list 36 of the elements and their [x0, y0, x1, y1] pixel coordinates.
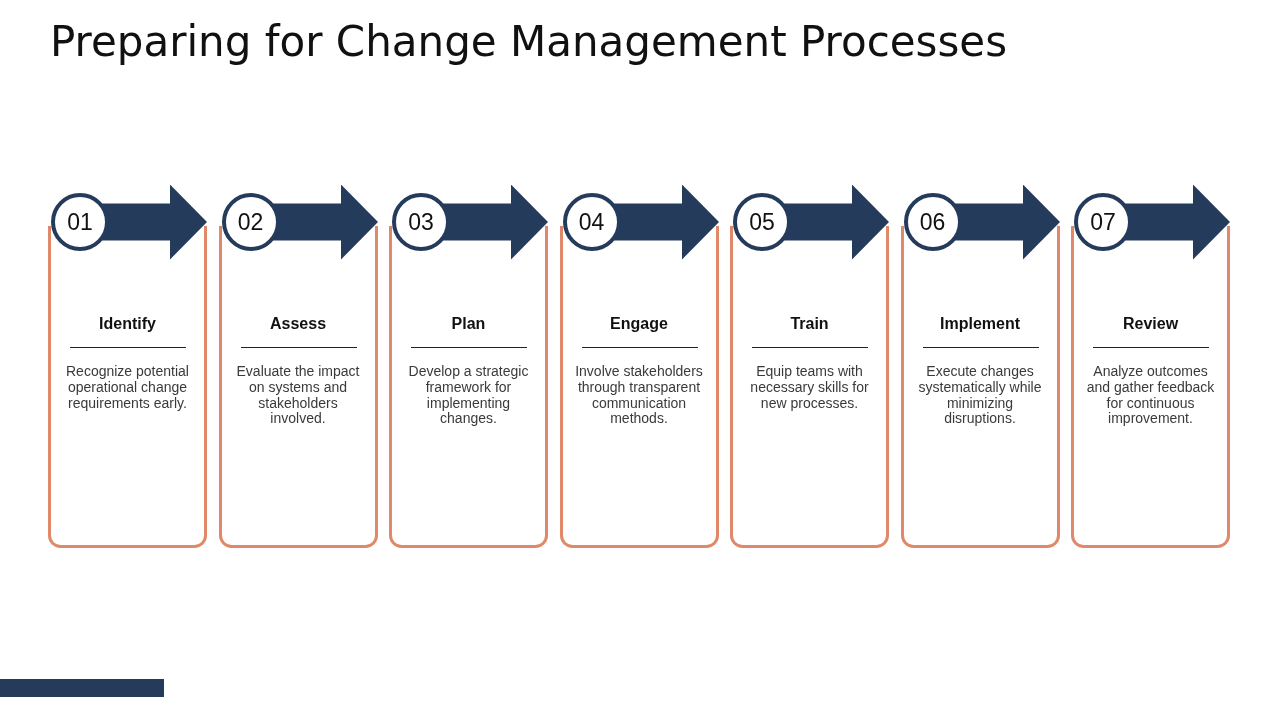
- page-title: Preparing for Change Management Processes: [50, 17, 1008, 68]
- step-number: 01: [67, 210, 93, 234]
- step-description: Equip teams with necessary skills for new processes.: [749, 364, 870, 412]
- step-title: Engage: [610, 314, 668, 334]
- step-card: [389, 185, 548, 548]
- step-card: [48, 185, 207, 548]
- step-number: 03: [408, 210, 434, 234]
- step-title: Plan: [451, 314, 486, 334]
- step-description: Analyze outcomes and gather feedback for continuous improvement.: [1085, 364, 1216, 428]
- step-title: Implement: [940, 314, 1020, 334]
- step-number: 07: [1090, 210, 1116, 234]
- block-arrow: [271, 184, 378, 260]
- step-title: Identify: [99, 314, 156, 334]
- step-number: 04: [578, 210, 605, 234]
- step-number: 02: [237, 210, 264, 234]
- step-title: Review: [1122, 314, 1179, 334]
- block-arrow: [953, 184, 1060, 260]
- step-card: [730, 185, 889, 548]
- block-arrow: [1124, 184, 1230, 260]
- step-number: 06: [919, 210, 946, 234]
- step-card: [1071, 185, 1230, 548]
- step-title: Train: [790, 314, 829, 334]
- step-description: Recognize potential operational change requirements early.: [65, 364, 190, 412]
- step-description: Involve stakeholders through transparent communication methods.: [574, 364, 704, 428]
- step-card: [218, 185, 378, 548]
- step-card: [900, 185, 1060, 548]
- step-description: Execute changes systematically while minimizing disruptions.: [917, 364, 1043, 428]
- block-arrow: [101, 184, 207, 260]
- block-arrow: [612, 184, 719, 260]
- block-arrow: [442, 184, 548, 260]
- step-title: Assess: [270, 314, 326, 334]
- step-description: Develop a strategic framework for implementing changes.: [407, 364, 530, 428]
- step-card: [559, 185, 719, 548]
- block-arrow: [783, 184, 889, 260]
- step-description: Evaluate the impact on systems and stakeholders involved.: [235, 364, 361, 428]
- step-number: 05: [749, 210, 775, 234]
